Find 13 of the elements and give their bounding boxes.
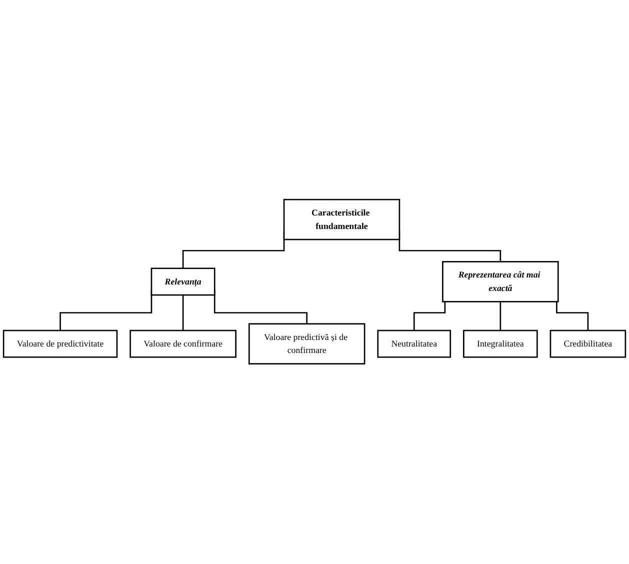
node-box	[283, 199, 400, 240]
node-box	[442, 261, 559, 303]
connector	[182, 295, 184, 332]
node-box	[130, 330, 236, 358]
node-box	[2, 330, 118, 358]
node-box	[377, 330, 452, 358]
node-box	[150, 268, 216, 296]
connector	[413, 302, 446, 332]
node-box	[550, 330, 626, 358]
connector	[556, 302, 589, 332]
node-box	[248, 324, 366, 365]
node-box	[463, 330, 538, 358]
connector	[500, 302, 502, 332]
